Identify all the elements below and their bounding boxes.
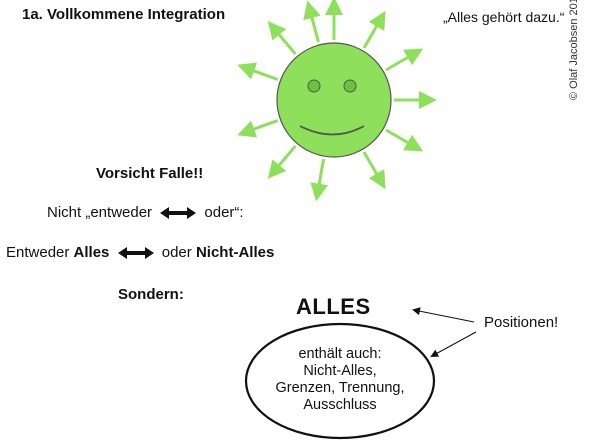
alles-heading: ALLES	[296, 294, 371, 319]
ellipse-text: enthält auch: Nicht-Alles, Grenzen, Tren…	[262, 346, 418, 414]
either-or-part1: Nicht „entweder	[47, 204, 153, 221]
right-eye-icon	[343, 79, 357, 93]
sun-ray	[385, 48, 424, 72]
sun-ray	[267, 21, 297, 56]
sun-ray	[385, 128, 424, 152]
ellipse-line: enthält auch:	[298, 346, 382, 362]
either-or-part2: oder“:	[204, 204, 244, 221]
all-line-term2: Nicht-Alles	[195, 244, 275, 261]
arrow-to-ellipse	[430, 331, 477, 357]
all-line-middle: oder	[161, 244, 196, 261]
instead-label: Sondern:	[118, 286, 184, 303]
copyright-text: © Olaf Jacobsen 2014	[568, 0, 580, 100]
double-arrow-icon	[117, 247, 154, 260]
alles-ellipse	[244, 322, 436, 440]
all-line-term1: Alles	[73, 244, 110, 261]
sun-face	[276, 42, 392, 158]
warning-text: Vorsicht Falle!!	[96, 165, 204, 182]
sun-ray	[237, 62, 279, 81]
either-or-line: Nicht „entweder oder“:	[47, 204, 244, 221]
left-eye-icon	[307, 79, 321, 93]
all-line: Entweder Alles oder Nicht-Alles	[6, 244, 274, 261]
sun-ray	[237, 119, 279, 138]
ellipse-line: Ausschluss	[303, 397, 377, 413]
ellipse-line: Grenzen, Trennung,	[275, 380, 405, 396]
quote-text: „Alles gehört dazu.“	[443, 9, 565, 25]
positions-label: Positionen!	[484, 314, 559, 331]
sun-ray	[267, 144, 297, 179]
double-arrow-icon	[160, 207, 197, 220]
sun-ray	[362, 10, 386, 49]
sun-rays	[237, 0, 437, 202]
sun-ray	[310, 158, 329, 202]
sun-ray	[303, 0, 321, 43]
arrow-to-alles	[412, 307, 475, 323]
smile-icon	[299, 125, 365, 136]
all-line-prefix: Entweder	[6, 244, 74, 261]
sun-ray	[362, 151, 386, 190]
page-title: 1a. Vollkommene Integration	[22, 6, 226, 23]
ellipse-line: Nicht-Alles,	[303, 363, 377, 379]
